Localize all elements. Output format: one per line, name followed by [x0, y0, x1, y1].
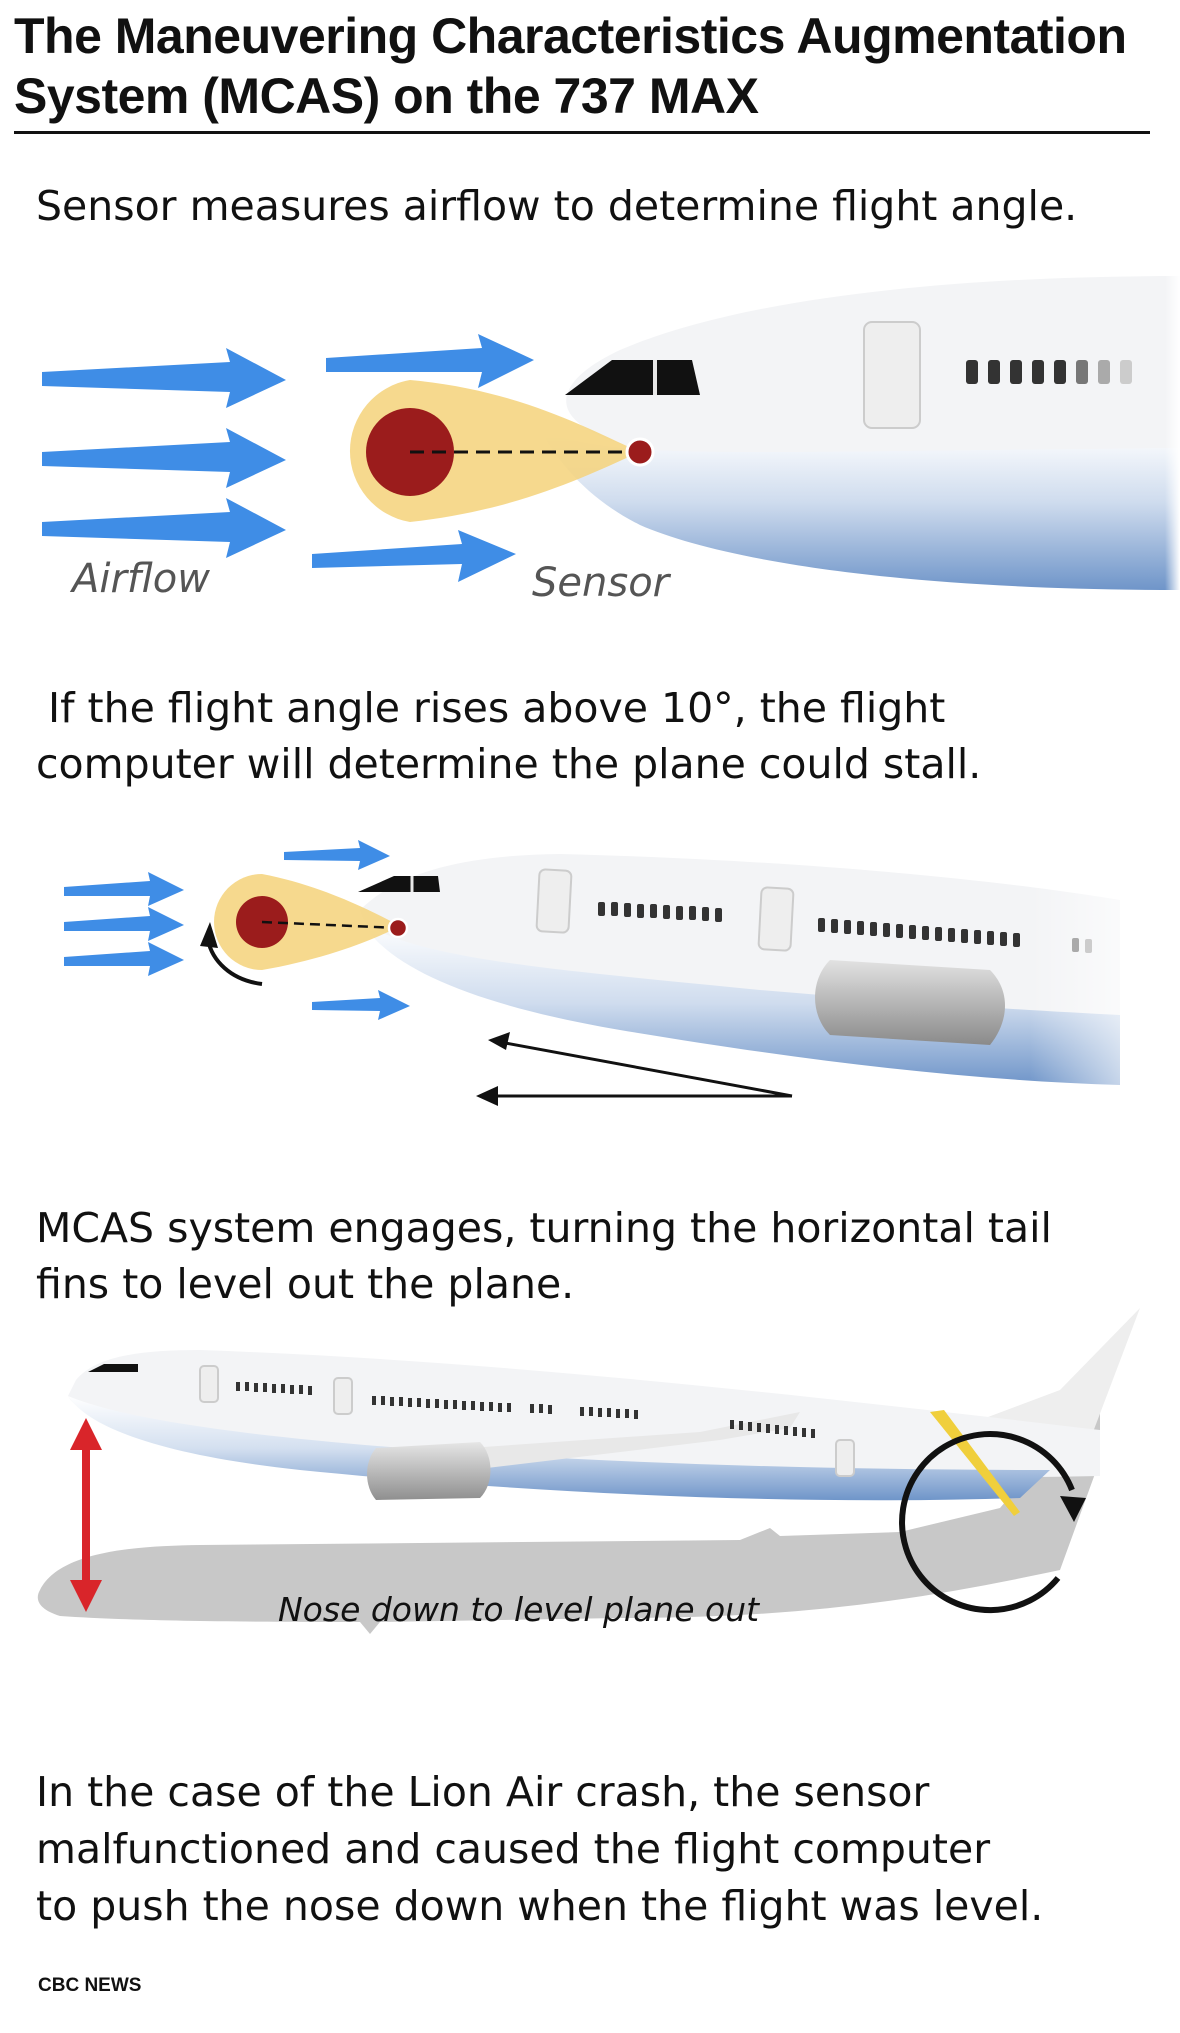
- title-divider: [14, 131, 1150, 134]
- passenger-windows: [598, 902, 1092, 953]
- circular-arrow-head: [1060, 1496, 1086, 1522]
- passenger-windows: [236, 1382, 815, 1438]
- nose-down-label: Nose down to level plane out: [278, 1590, 760, 1629]
- source-credit: CBC NEWS: [38, 1975, 142, 1996]
- airflow-arrow-icon: [64, 840, 410, 1020]
- step-3-caption: MCAS system engages, turning the horizon…: [36, 1200, 1156, 1312]
- cockpit-windows: [88, 1364, 138, 1372]
- sensor-label: Sensor: [532, 560, 672, 606]
- fuselage-belly: [540, 430, 1180, 590]
- door: [757, 886, 795, 952]
- stall-diagram: [64, 840, 1180, 1130]
- passenger-windows: [966, 360, 1132, 384]
- door: [199, 1365, 219, 1403]
- cockpit-windows: [565, 360, 700, 395]
- tail-stabilizer-icon: [930, 1410, 1020, 1516]
- step-2-line-2: computer will determine the plane could …: [36, 740, 982, 788]
- page-title: The Maneuvering Characteristics Augmenta…: [14, 6, 1154, 126]
- wing: [440, 1412, 800, 1470]
- step-3-line-1: MCAS system engages, turning the horizon…: [36, 1204, 1052, 1252]
- sensor-dot-icon: [387, 917, 409, 939]
- door: [835, 1439, 855, 1477]
- fuselage-belly: [362, 922, 1120, 1085]
- fuselage-belly: [68, 1396, 1050, 1501]
- airflow-label: Airflow: [69, 556, 210, 602]
- step-2-caption: If the flight angle rises above 10°, the…: [36, 680, 1156, 792]
- title-line-1: The Maneuvering Characteristics Augmenta…: [14, 8, 1127, 64]
- door: [535, 868, 573, 934]
- sensor-dot-icon: [625, 437, 655, 467]
- step-4-line-1: In the case of the Lion Air crash, the s…: [36, 1768, 930, 1816]
- door: [863, 321, 921, 429]
- double-arrow-icon: [476, 1032, 793, 1106]
- step-1-caption: Sensor measures airflow to determine fli…: [36, 182, 1078, 230]
- mcas-diagram: [37, 1308, 1140, 1634]
- cockpit-windows: [358, 876, 440, 892]
- plane-shadow: [37, 1382, 1101, 1634]
- step-4-line-2: malfunctioned and caused the flight comp…: [36, 1825, 991, 1873]
- step-4-line-3: to push the nose down when the flight wa…: [36, 1882, 1044, 1930]
- engine: [815, 960, 1005, 1045]
- engine: [367, 1442, 491, 1500]
- airflow-arrow-icon: [42, 334, 534, 582]
- tail-fin: [980, 1308, 1140, 1450]
- step-4-caption: In the case of the Lion Air crash, the s…: [36, 1764, 1156, 1935]
- circular-arrow-icon: [899, 1431, 1075, 1614]
- step-2-line-1: If the flight angle rises above 10°, the…: [48, 684, 946, 732]
- title-line-2: System (MCAS) on the 737 MAX: [14, 68, 759, 124]
- sensor-diagram: Airflow Sensor: [42, 260, 1180, 606]
- step-3-line-2: fins to level out the plane.: [36, 1260, 575, 1308]
- rotation-arrow-head: [200, 922, 218, 948]
- door: [333, 1377, 353, 1415]
